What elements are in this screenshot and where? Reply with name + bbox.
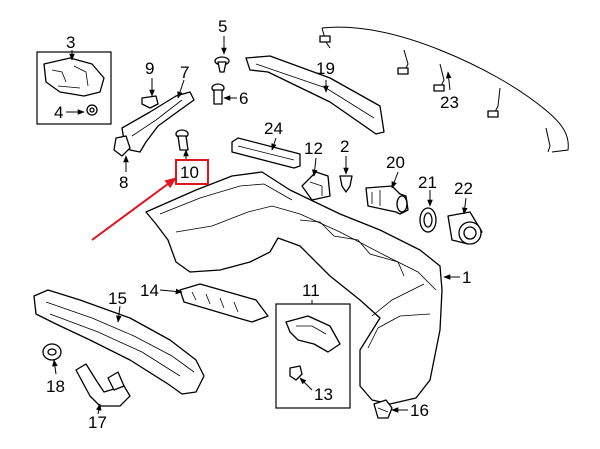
- callout-23: 23: [440, 93, 459, 112]
- callout-18: 18: [46, 377, 65, 396]
- part-14-bracket: [179, 283, 269, 323]
- callout-6: 6: [239, 89, 248, 108]
- part-17-bracket: [75, 363, 131, 407]
- callout-19: 19: [316, 59, 335, 78]
- callout-21: 21: [418, 173, 437, 192]
- highlight-box: [175, 159, 209, 185]
- part-6-pin: [211, 83, 225, 105]
- part-5-screw: [214, 56, 230, 73]
- part-2-clip: [339, 175, 353, 193]
- callout-12: 12: [304, 139, 323, 158]
- part-12-bracket: [301, 171, 331, 201]
- callout-10: 10: [180, 163, 199, 182]
- part-18-clip: [42, 343, 62, 361]
- connector-icon: [487, 110, 499, 118]
- part-11-bracket-kit: [275, 303, 351, 409]
- part-21-ring: [419, 207, 437, 233]
- part-20-sensor: [365, 185, 409, 215]
- callout-20: 20: [386, 153, 405, 172]
- part-16-clip: [373, 399, 393, 419]
- callout-16: 16: [410, 401, 429, 420]
- part-23-wiring-harness: [319, 26, 569, 153]
- callout-22: 22: [454, 179, 473, 198]
- callout-15: 15: [108, 289, 127, 308]
- leader-lines: [52, 36, 468, 415]
- part-15-reinforcement: [33, 289, 205, 395]
- part-9-clip: [141, 95, 159, 109]
- part-24-absorber: [231, 137, 301, 169]
- callout-9: 9: [145, 59, 154, 78]
- connector-icon: [319, 35, 331, 43]
- part-22-sleeve: [447, 211, 483, 245]
- callout-7: 7: [180, 63, 189, 82]
- callout-14: 14: [140, 281, 159, 300]
- connector-icon: [397, 67, 409, 75]
- part-1-bumper-cover: [145, 171, 443, 405]
- callout-11: 11: [302, 281, 320, 300]
- highlight-arrow: [91, 177, 177, 241]
- callout-4: 4: [54, 103, 63, 122]
- callout-2: 2: [340, 137, 349, 156]
- connector-icon: [433, 84, 445, 92]
- callout-17: 17: [88, 413, 107, 432]
- part-7-bracket: [113, 91, 195, 157]
- callout-labels: 3 4 5 9 7 6 8 10 24 12 2 19 20 21 22 23 …: [46, 17, 473, 432]
- callout-5: 5: [218, 17, 227, 36]
- callout-1: 1: [462, 268, 471, 287]
- part-10-pin: [175, 129, 189, 151]
- callout-24: 24: [264, 119, 283, 138]
- callout-8: 8: [119, 173, 128, 192]
- callout-13: 13: [314, 385, 333, 404]
- part-3-bracket-kit: [36, 51, 112, 125]
- highlight-annotation: [91, 159, 209, 241]
- callout-3: 3: [66, 33, 75, 52]
